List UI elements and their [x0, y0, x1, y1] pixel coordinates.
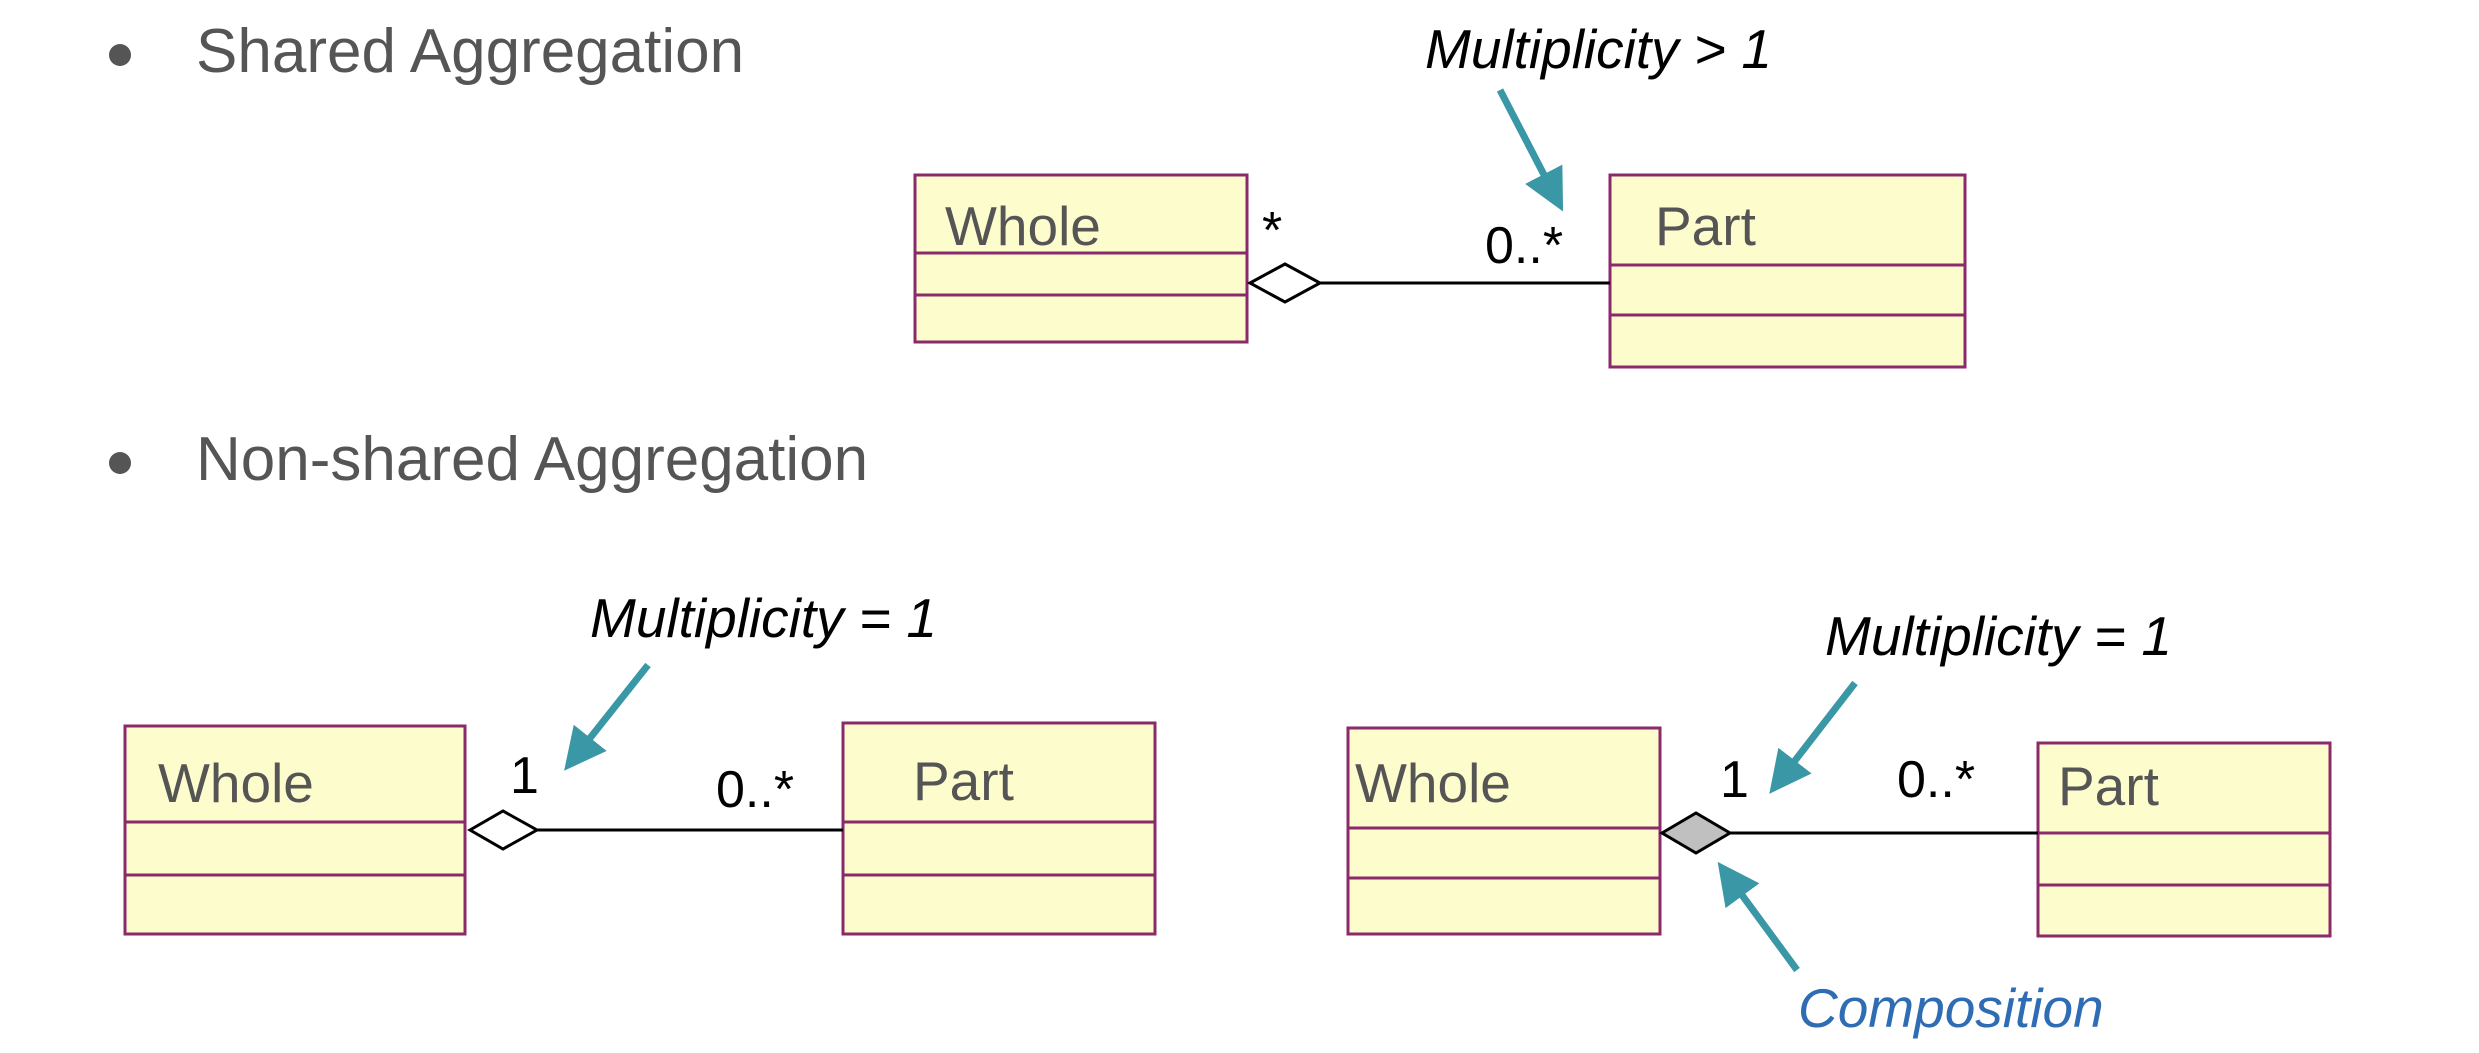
- bullet-nonshared-aggregation: Non-shared Aggregation: [196, 425, 868, 494]
- nonshared-right-whole-multiplicity: 1: [1720, 751, 1749, 809]
- composition-label: Composition: [1798, 977, 2104, 1039]
- bullet-shared-aggregation: Shared Aggregation: [196, 17, 744, 86]
- nonshared-right-part-label: Part: [2058, 755, 2159, 817]
- nonshared-right-note-arrow: [1769, 680, 1858, 794]
- bullet-dot-nonshared: [109, 452, 131, 474]
- shared-part-multiplicity: 0..*: [1485, 217, 1563, 275]
- composition-arrow: [1717, 861, 1800, 973]
- nonshared-left-part-label: Part: [913, 750, 1014, 812]
- bullet-dot-shared: [109, 44, 131, 66]
- shared-aggregation-diamond: [1246, 262, 1324, 304]
- shared-whole-multiplicity: *: [1262, 202, 1282, 260]
- shared-whole-label: Whole: [945, 195, 1101, 257]
- nonshared-right-part-class: Part: [2036, 741, 2332, 938]
- nonshared-right-multiplicity-note: Multiplicity = 1: [1825, 605, 2172, 667]
- shared-part-label: Part: [1655, 195, 1756, 257]
- nonshared-left-part-multiplicity: 0..*: [716, 761, 794, 819]
- shared-note-arrow: [1496, 88, 1564, 212]
- shared-part-class: Part: [1608, 173, 1967, 369]
- nonshared-right-part-multiplicity: 0..*: [1897, 751, 1975, 809]
- nonshared-left-whole-class: Whole: [123, 724, 467, 936]
- shared-whole-class: Whole: [913, 173, 1249, 344]
- nonshared-left-whole-multiplicity: 1: [510, 747, 539, 805]
- nonshared-left-multiplicity-note: Multiplicity = 1: [590, 587, 937, 649]
- nonshared-right-whole-label: Whole: [1355, 752, 1511, 814]
- composition-diamond: [1659, 811, 1733, 855]
- nonshared-left-aggregation-diamond: [466, 809, 541, 851]
- nonshared-left-whole-label: Whole: [158, 752, 314, 814]
- nonshared-right-whole-class: Whole: [1346, 726, 1662, 936]
- nonshared-left-note-arrow: [564, 662, 651, 771]
- nonshared-left-part-class: Part: [841, 721, 1157, 936]
- shared-multiplicity-note: Multiplicity > 1: [1425, 18, 1772, 80]
